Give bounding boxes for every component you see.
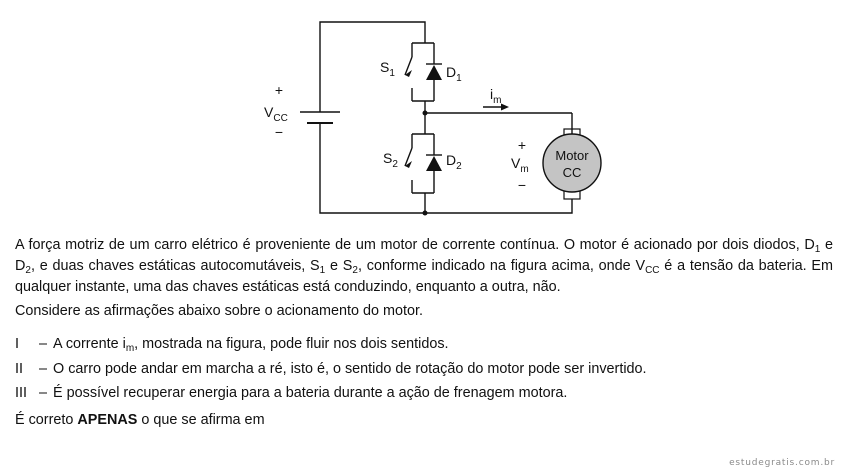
switch-diode-lower bbox=[404, 133, 442, 194]
watermark: estudegratis.com.br bbox=[729, 458, 835, 468]
circuit-diagram: + VCC − S1 D1 S2 D2 im + Vm − Motor CC bbox=[264, 21, 602, 216]
bottom-wire bbox=[319, 123, 573, 214]
vm-label: Vm bbox=[511, 155, 529, 175]
vcc-label: VCC bbox=[264, 104, 288, 124]
consider-statement: Considere as afirmações abaixo sobre o a… bbox=[15, 303, 423, 319]
vm-plus-sign: + bbox=[518, 137, 526, 153]
question-prompt: É correto APENAS o que se afirma em bbox=[15, 412, 265, 428]
diode-upper-icon bbox=[426, 65, 442, 80]
motor-label-line2: CC bbox=[563, 165, 582, 180]
statement-i: I–A corrente im, mostrada na figura, pod… bbox=[15, 336, 449, 354]
node-dot bbox=[422, 110, 428, 116]
motor-label-line1: Motor bbox=[555, 148, 589, 163]
problem-paragraph: A força motriz de um carro elétrico é pr… bbox=[15, 237, 834, 295]
node-dot bbox=[422, 210, 428, 216]
top-wire bbox=[319, 21, 426, 112]
im-label: im bbox=[490, 86, 501, 106]
current-arrowhead-icon bbox=[501, 103, 509, 111]
vm-minus-sign: − bbox=[518, 177, 526, 193]
d1-label: D1 bbox=[446, 64, 462, 84]
statement-iii: III–É possível recuperar energia para a … bbox=[15, 385, 568, 401]
statement-ii: II–O carro pode andar em marcha a ré, is… bbox=[15, 361, 647, 377]
s2-label: S2 bbox=[383, 150, 398, 170]
d2-label: D2 bbox=[446, 152, 462, 172]
motor-icon bbox=[542, 133, 602, 193]
s1-label: S1 bbox=[380, 59, 395, 79]
vcc-minus-sign: − bbox=[275, 124, 283, 140]
vcc-plus-sign: + bbox=[275, 82, 283, 98]
diode-lower-icon bbox=[426, 156, 442, 171]
switch-diode-upper bbox=[404, 42, 442, 102]
